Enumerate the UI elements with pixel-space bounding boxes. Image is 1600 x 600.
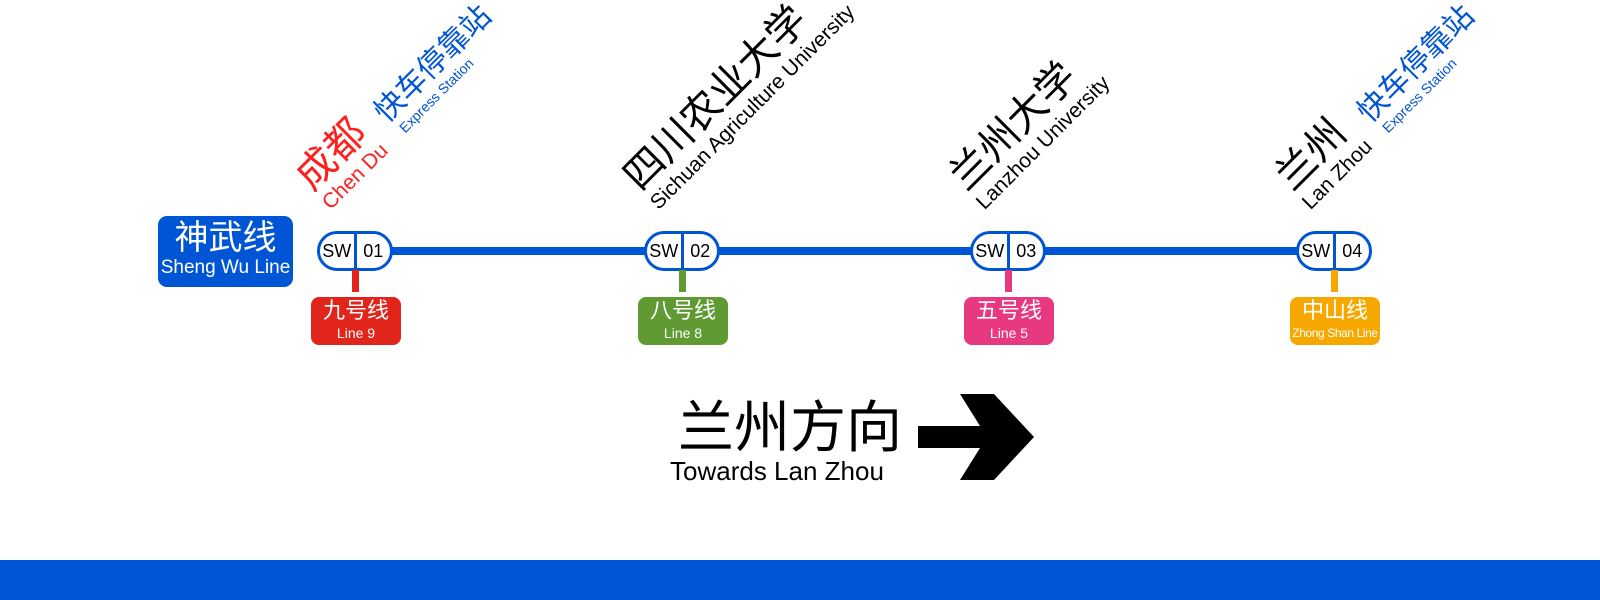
station-number: 02 bbox=[690, 240, 711, 261]
transfer-connector bbox=[352, 270, 359, 292]
line-badge[interactable]: 神武线 Sheng Wu Line bbox=[158, 216, 293, 287]
transfer-connector bbox=[1005, 270, 1012, 292]
station-number: 03 bbox=[1016, 240, 1037, 261]
station-sw01[interactable]: SW 01 bbox=[317, 231, 393, 271]
station-sw02[interactable]: SW 02 bbox=[644, 231, 720, 271]
station-code: SW bbox=[975, 240, 1005, 261]
transfer-name-en: Line 9 bbox=[336, 325, 376, 341]
station-sw03[interactable]: SW 03 bbox=[970, 231, 1046, 271]
footer-bar bbox=[0, 560, 1600, 600]
line-track bbox=[380, 247, 1330, 255]
station-code: SW bbox=[322, 240, 352, 261]
station-pill: SW 04 bbox=[1296, 231, 1372, 271]
direction-label-zh: 兰州方向 bbox=[678, 396, 902, 461]
transfer-name-zh: 九号线 bbox=[322, 299, 389, 324]
transfer-badge-line8[interactable]: 八号线 Line 8 bbox=[638, 297, 728, 345]
express-station-label-4: 快车停靠站 Express Station bbox=[1344, 0, 1482, 140]
station-pill: SW 02 bbox=[644, 231, 720, 271]
station-pill: SW 03 bbox=[970, 231, 1046, 271]
station-pill: SW 01 bbox=[317, 231, 393, 271]
station-sw04[interactable]: SW 04 bbox=[1296, 231, 1372, 271]
transfer-connector bbox=[1331, 270, 1338, 292]
station-name-lzu: 兰州大学 Lanzhou University bbox=[931, 53, 1115, 214]
pill-divider bbox=[353, 234, 357, 268]
pill-divider bbox=[1006, 234, 1010, 268]
transfer-name-en: Zhong Shan Line bbox=[1292, 326, 1378, 340]
station-code: SW bbox=[649, 240, 679, 261]
transfer-badge-zhongshan[interactable]: 中山线 Zhong Shan Line bbox=[1290, 297, 1380, 345]
transfer-name-zh: 中山线 bbox=[1301, 299, 1368, 324]
transfer-name-zh: 八号线 bbox=[649, 299, 716, 324]
arrow-right-icon bbox=[918, 394, 1034, 480]
pill-divider bbox=[680, 234, 684, 268]
transfer-name-en: Line 8 bbox=[663, 325, 703, 341]
station-number: 01 bbox=[363, 240, 384, 261]
pill-divider bbox=[1332, 234, 1336, 268]
station-name-chendu: 成都 Chen Du bbox=[277, 110, 393, 214]
direction-label-en: Towards Lan Zhou bbox=[670, 456, 884, 486]
transfer-name-en: Line 5 bbox=[989, 325, 1029, 341]
station-number: 04 bbox=[1342, 240, 1363, 261]
transfer-name-zh: 五号线 bbox=[975, 299, 1042, 324]
transfer-badge-line9[interactable]: 九号线 Line 9 bbox=[311, 297, 401, 345]
line-name-zh: 神武线 bbox=[174, 218, 277, 258]
station-name-lanzhou: 兰州 Lan Zhou bbox=[1257, 110, 1377, 214]
station-code: SW bbox=[1301, 240, 1331, 261]
line-name-en: Sheng Wu Line bbox=[160, 257, 291, 278]
transfer-badge-line5[interactable]: 五号线 Line 5 bbox=[964, 297, 1054, 345]
transfer-connector bbox=[679, 270, 686, 292]
station-name-sau: 四川农业大学 Sichuan Agriculture University bbox=[605, 0, 860, 214]
station-name-zh: 四川农业大学 bbox=[614, 0, 817, 200]
